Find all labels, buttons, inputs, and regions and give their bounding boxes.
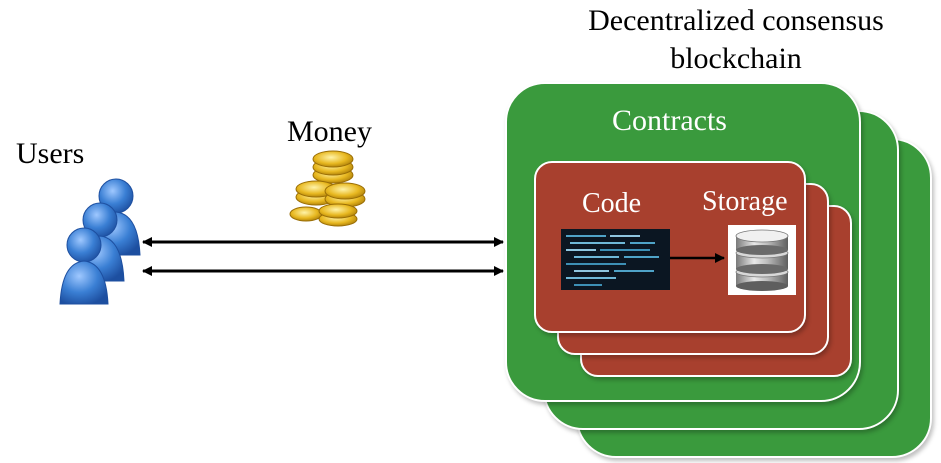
database-icon	[728, 225, 796, 295]
title-line-2: blockchain	[670, 42, 802, 75]
code-label: Code	[582, 188, 642, 219]
coins-icon	[289, 150, 366, 227]
code-screen-icon	[561, 229, 670, 290]
money-label: Money	[287, 115, 372, 148]
users-label: Users	[16, 137, 85, 170]
contracts-label: Contracts	[612, 104, 727, 137]
blockchain-title: Decentralized consensus blockchain	[540, 2, 932, 78]
title-line-1: Decentralized consensus	[588, 4, 884, 37]
storage-label: Storage	[702, 186, 788, 217]
users-icon	[59, 178, 141, 305]
user-figure-front	[59, 227, 109, 305]
